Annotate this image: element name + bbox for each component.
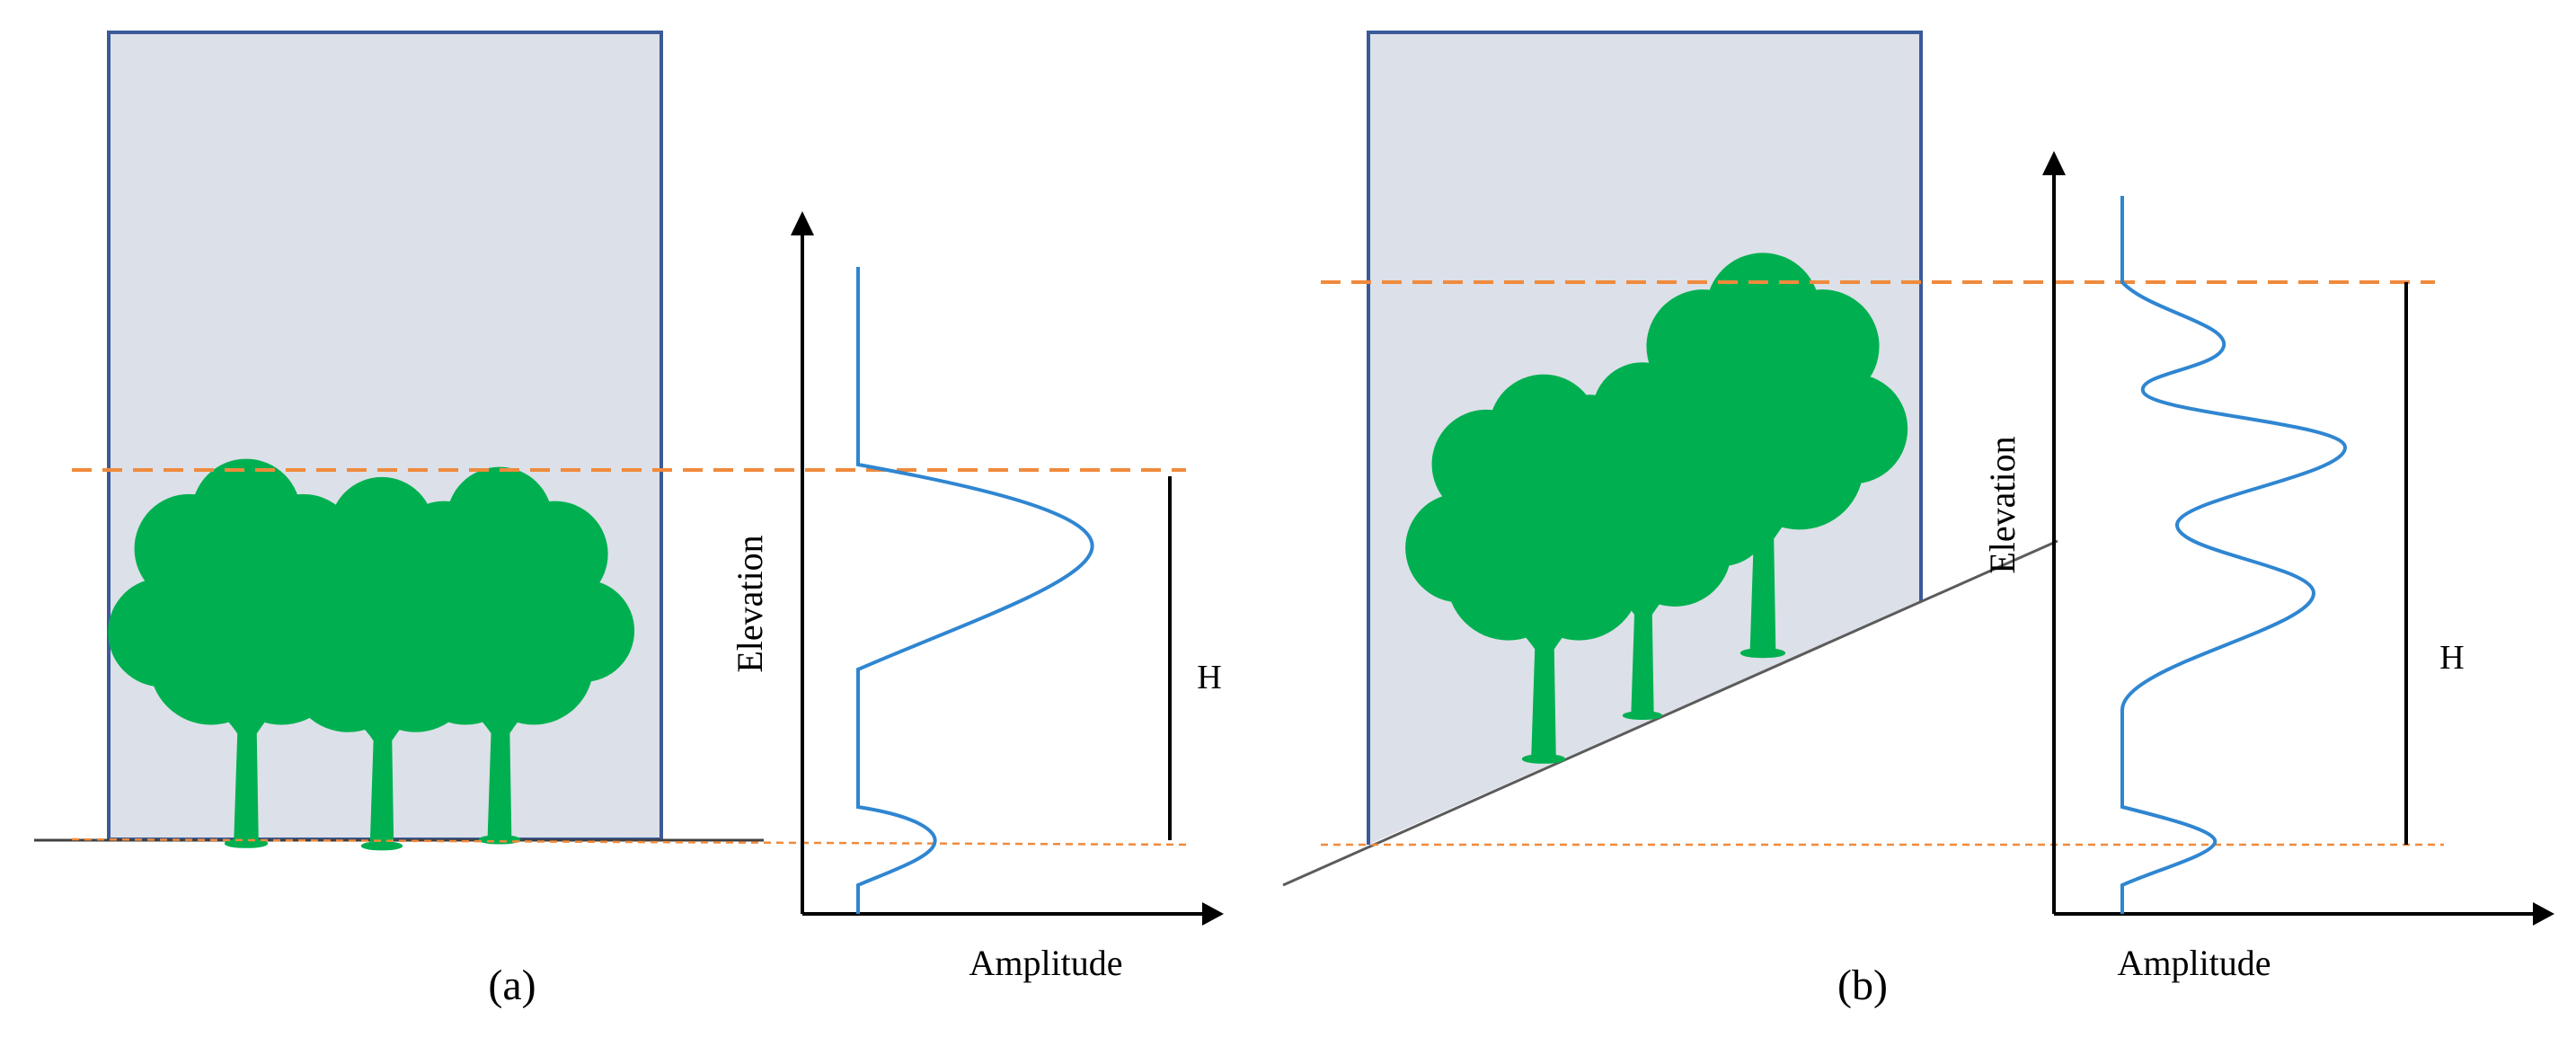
footprint-b-outline (1367, 31, 1923, 845)
elevation-arrowhead-a (791, 211, 814, 235)
waveform-b (2120, 196, 2348, 914)
caption-b: (b) (1837, 962, 1888, 1009)
amplitude-arrowhead-b (2533, 902, 2554, 926)
ground-level-line-a (71, 838, 1191, 846)
axes-b (2052, 169, 2539, 916)
height-label-a: H (1197, 659, 1221, 696)
caption-a: (a) (488, 962, 536, 1009)
x-axis-label-a: Amplitude (969, 943, 1122, 983)
y-axis-label-b: Elevation (1982, 436, 2023, 573)
axes-a (801, 229, 1208, 916)
slope-ground-line-b (1282, 539, 2058, 887)
elevation-arrowhead-b (2042, 151, 2066, 175)
panel-b: H Elevation Amplitude (b) (1282, 31, 2554, 1009)
waveform-a (856, 267, 1094, 914)
x-axis-label-b: Amplitude (2117, 943, 2271, 983)
y-axis-label-a: Elevation (730, 535, 770, 672)
height-label-b: H (2439, 639, 2464, 677)
amplitude-arrowhead-a (1202, 902, 1224, 926)
panel-a: H Elevation Amplitude (a) (34, 31, 1224, 1009)
